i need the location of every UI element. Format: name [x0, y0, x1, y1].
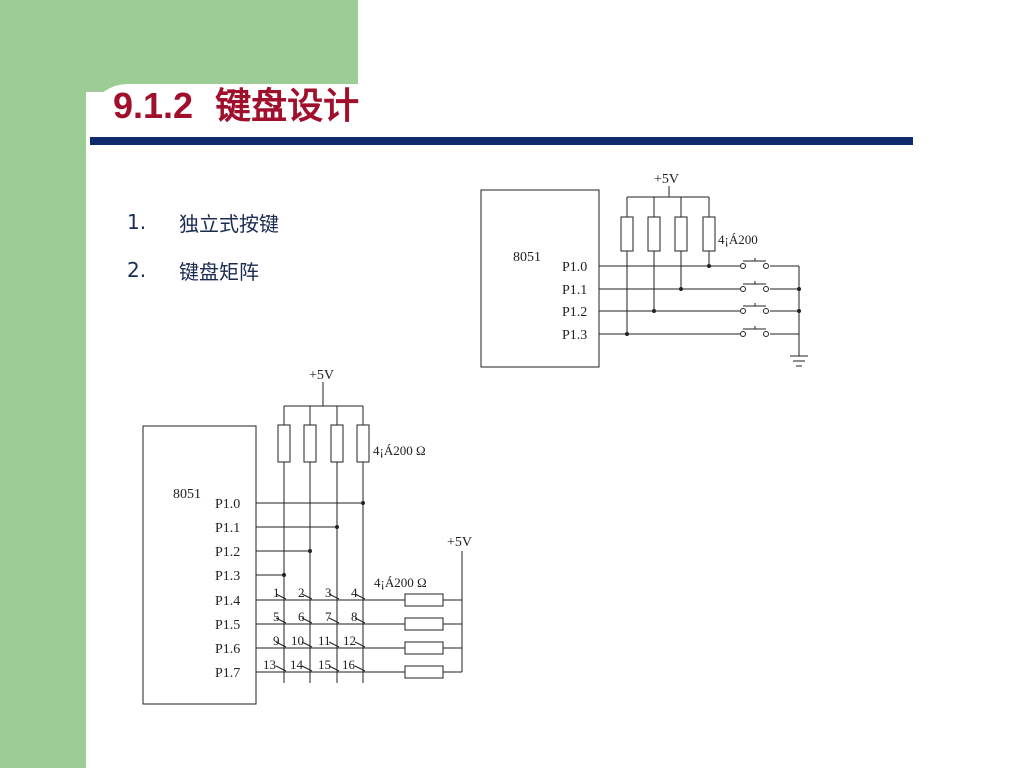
key-label: 6	[298, 609, 305, 624]
key-label: 7	[325, 609, 332, 624]
pullup-resistor	[277, 424, 291, 463]
pin-label: P1.4	[215, 594, 240, 609]
key-label: 13	[263, 657, 276, 672]
slide-title-text: 键盘设计	[215, 85, 360, 126]
pin-label: P1.0	[215, 497, 240, 512]
list-item: 1. 独立式按键	[127, 198, 279, 246]
pin-label: P1.1	[215, 521, 240, 536]
background-left-band	[0, 0, 86, 768]
pin-label: P1.0	[562, 260, 587, 275]
key-label: 9	[273, 633, 280, 648]
row-resistor	[404, 617, 444, 631]
slide-title-number: 9.1.2	[113, 85, 194, 126]
resistor-label: 4¡Á200 Ω	[374, 575, 427, 590]
chip-label: 8051	[513, 250, 541, 265]
key-label: 3	[325, 585, 332, 600]
supply-label: +5V	[309, 368, 334, 383]
pin-label: P1.2	[215, 545, 240, 560]
mcu-chip-box	[480, 189, 600, 368]
key-label: 12	[343, 633, 356, 648]
push-button-switch	[740, 326, 769, 337]
row-resistor	[404, 641, 444, 655]
resistor-label: 4¡Á200	[718, 232, 758, 247]
key-label: 15	[318, 657, 331, 672]
key-label: 16	[342, 657, 356, 672]
key-label: 11	[318, 633, 331, 648]
key-label: 10	[291, 633, 304, 648]
supply-label: +5V	[654, 172, 679, 187]
push-button-switch	[740, 303, 769, 314]
supply-label: +5V	[447, 535, 472, 550]
list-item: 2. 键盘矩阵	[127, 246, 279, 294]
row-resistor	[404, 593, 444, 607]
list-item-number: 1.	[127, 210, 147, 234]
list-item-number: 2.	[127, 258, 147, 282]
list-item-label: 键盘矩阵	[179, 259, 259, 284]
key-label: 4	[351, 585, 358, 600]
pin-label: P1.3	[215, 569, 240, 584]
pin-label: P1.1	[562, 283, 587, 298]
key-label: 8	[351, 609, 358, 624]
key-label: 14	[290, 657, 304, 672]
bullet-list: 1. 独立式按键 2. 键盘矩阵	[127, 198, 279, 294]
chip-label: 8051	[173, 487, 201, 502]
pin-label: P1.3	[562, 328, 587, 343]
pullup-resistor	[330, 424, 344, 463]
pin-label: P1.7	[215, 666, 240, 681]
list-item-label: 独立式按键	[179, 211, 279, 236]
row-resistor	[404, 665, 444, 679]
push-button-switch	[740, 258, 769, 269]
pin-label: P1.2	[562, 305, 587, 320]
key-label: 2	[298, 585, 305, 600]
resistor-label: 4¡Á200 Ω	[373, 443, 426, 458]
key-label: 5	[273, 609, 280, 624]
pin-label: P1.6	[215, 642, 240, 657]
mcu-chip-box	[142, 425, 257, 705]
key-label: 1	[273, 585, 280, 600]
slide-title: 9.1.2 键盘设计	[113, 84, 359, 128]
title-underline-bar	[90, 137, 913, 145]
pullup-resistor	[356, 424, 370, 463]
pullup-resistor	[303, 424, 317, 463]
pin-label: P1.5	[215, 618, 240, 633]
title-area-corner	[86, 84, 386, 164]
push-button-switch	[740, 281, 769, 292]
